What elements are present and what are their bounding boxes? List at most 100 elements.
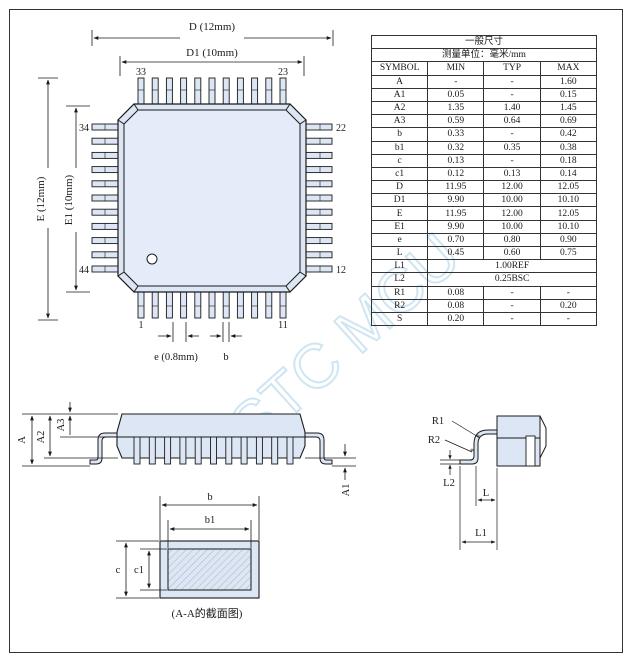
cell-max: - — [539, 285, 598, 300]
table-unit: 测量单位：毫米/mm — [371, 48, 597, 63]
cell-typ: 10.00 — [483, 219, 541, 234]
header-max: MAX — [539, 61, 598, 76]
cell-symbol: A3 — [370, 114, 429, 129]
cell-max: 12.05 — [539, 180, 598, 195]
cell-min: 0.70 — [427, 232, 485, 248]
pin-label-22: 22 — [336, 123, 346, 134]
cell-typ: 1.40 — [483, 100, 541, 116]
cell-max: 0.38 — [539, 140, 598, 155]
cell-max: 1.60 — [539, 74, 598, 89]
pin1-marker — [146, 253, 158, 265]
cell-symbol: L1 — [370, 259, 429, 274]
cell-symbol: A — [370, 74, 429, 89]
drawing-frame — [9, 9, 623, 653]
cell-min: 0.45 — [427, 245, 485, 261]
cell-symbol: c1 — [370, 166, 429, 182]
dim-A-label: A — [17, 436, 28, 444]
side-pin — [210, 436, 217, 465]
pins-left — [91, 123, 120, 273]
pin — [304, 137, 333, 145]
pin — [91, 222, 120, 230]
cell-typ: 0.60 — [483, 245, 541, 261]
side-pin — [179, 436, 187, 465]
dim-A2-label: A2 — [36, 431, 47, 444]
cell-max: 10.10 — [539, 219, 598, 234]
cell-min: 11.95 — [427, 180, 485, 195]
cell-max: 0.42 — [539, 127, 598, 142]
cell-value: 1.00REF — [427, 259, 597, 274]
cell-symbol: b — [370, 127, 429, 142]
cell-max: 10.10 — [539, 193, 598, 208]
detail-R2-label: R2 — [428, 435, 440, 446]
cell-max: 0.69 — [539, 114, 598, 129]
side-pin — [194, 436, 202, 465]
cell-symbol: D1 — [370, 193, 429, 208]
side-pin — [164, 436, 172, 465]
cell-max: 1.45 — [539, 100, 598, 116]
cell-max: 0.18 — [539, 153, 598, 168]
cell-typ: - — [483, 74, 541, 89]
pins-bottom — [137, 290, 287, 319]
pin-label-1: 1 — [139, 320, 144, 331]
pin — [236, 290, 244, 319]
dim-D-label: D (12mm) — [189, 21, 235, 33]
pin — [304, 208, 333, 216]
pin-label-12: 12 — [336, 265, 346, 276]
pin — [304, 180, 333, 188]
cell-typ: 0.80 — [483, 232, 541, 248]
cell-typ: - — [483, 127, 541, 142]
cell-min: 0.08 — [427, 285, 485, 300]
cell-max: 0.20 — [539, 298, 598, 313]
cell-typ: - — [483, 311, 541, 327]
cell-max: 0.75 — [539, 245, 598, 261]
cell-min: 0.08 — [427, 298, 485, 313]
cell-symbol: b1 — [370, 140, 429, 155]
pin — [304, 251, 333, 259]
pin — [91, 166, 120, 174]
pin — [194, 77, 202, 106]
pin — [251, 290, 259, 319]
table-title: 一般尺寸 — [371, 34, 597, 50]
cell-typ: 10.00 — [483, 193, 541, 208]
side-pin — [133, 436, 141, 465]
pin — [91, 265, 120, 273]
cell-max: 0.90 — [539, 232, 598, 248]
pin-label-34: 34 — [79, 123, 89, 134]
dim-E1-label: E1 (10mm) — [63, 174, 75, 225]
pin — [165, 290, 173, 319]
pin-label-11: 11 — [278, 320, 288, 331]
cell-symbol: S — [370, 311, 429, 327]
side-pin — [286, 436, 294, 465]
section-inner — [167, 548, 252, 591]
detail-L-label: L — [483, 488, 489, 499]
dim-D1-label: D1 (10mm) — [186, 47, 238, 59]
dimension-table: 一般尺寸 测量单位：毫米/mm SYMBOL MIN TYP MAX A--1.… — [370, 34, 598, 327]
cell-symbol: R1 — [370, 285, 429, 300]
cell-symbol: E — [370, 206, 429, 221]
cell-symbol: c — [370, 153, 429, 168]
pin — [91, 151, 120, 159]
pin — [304, 237, 333, 245]
detail-L2-label: L2 — [443, 478, 455, 489]
side-pin — [271, 436, 279, 465]
section-c-label: c — [116, 565, 121, 576]
dim-A3-label: A3 — [56, 419, 67, 432]
side-pin — [148, 436, 156, 465]
pin — [208, 290, 216, 319]
pin — [304, 222, 333, 230]
header-min: MIN — [427, 61, 485, 76]
pin — [222, 290, 230, 319]
cell-max: 0.15 — [539, 87, 598, 102]
cell-min: 1.35 — [427, 100, 485, 116]
side-pin — [255, 436, 263, 465]
dim-e-label: e (0.8mm) — [154, 352, 198, 363]
pin — [279, 77, 287, 106]
table-row: A--1.60 — [370, 74, 598, 89]
